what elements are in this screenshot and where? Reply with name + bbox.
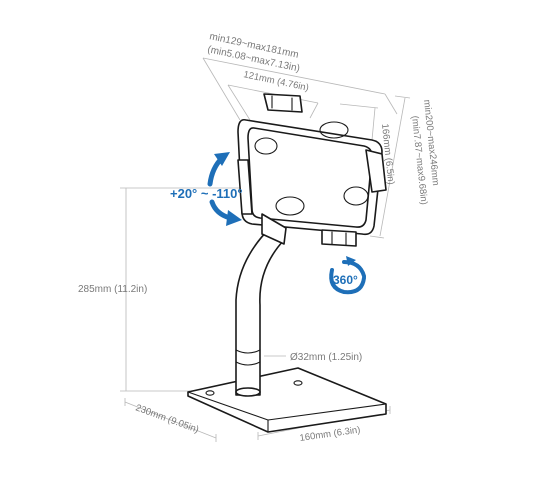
rotation-label: 360° <box>333 273 358 287</box>
base-hole-left <box>205 390 215 396</box>
tube-diameter-label: Ø32mm (1.25in) <box>290 352 362 363</box>
base-plate <box>187 367 387 433</box>
base-width-label: 160mm (6.3in) <box>299 425 361 444</box>
holder-pad-bottom-right <box>343 186 369 206</box>
gooseneck-tube <box>235 227 285 397</box>
holder-pad-top-left <box>254 137 278 155</box>
side-clamp-left <box>237 159 253 215</box>
top-clamp <box>263 93 303 113</box>
tilt-arrows <box>207 152 242 226</box>
holder-pad-bottom-left <box>275 196 305 216</box>
tablet-holder <box>237 93 387 247</box>
side-clamp-right <box>365 149 387 193</box>
tilt-range-label: +20° ~ -110° <box>170 186 243 201</box>
rotate-360-icon <box>329 256 366 295</box>
total-height-label: 285mm (11.2in) <box>78 284 147 295</box>
base-hole-right <box>293 380 303 386</box>
base-depth-label: 230mm (9.05in) <box>134 402 200 435</box>
holder-pad-top-right <box>319 121 349 139</box>
tilt-hinge <box>261 213 287 245</box>
bottom-clamp <box>321 229 357 247</box>
